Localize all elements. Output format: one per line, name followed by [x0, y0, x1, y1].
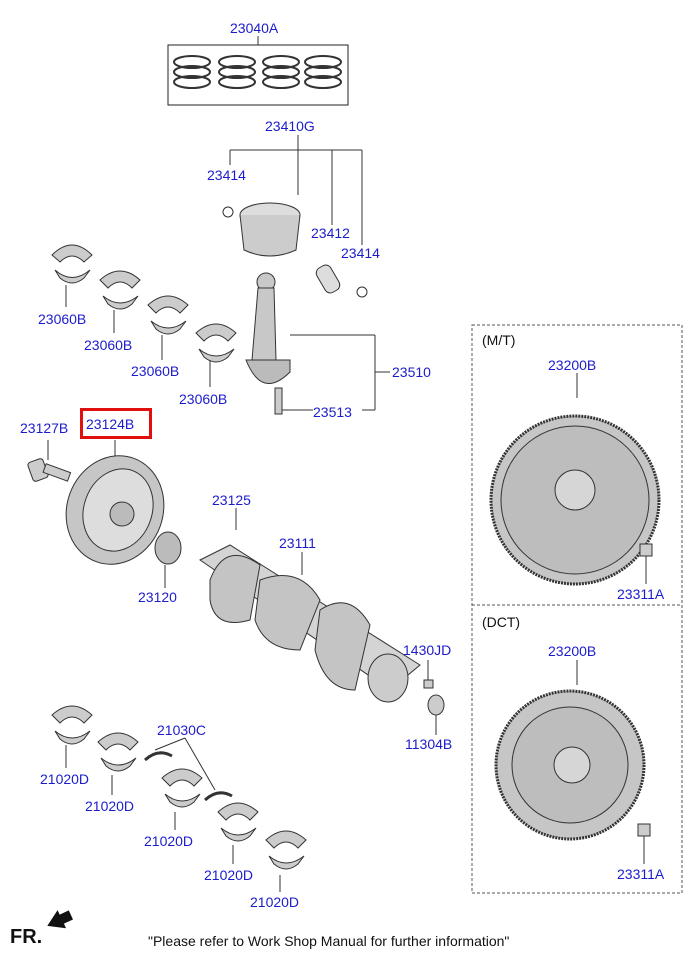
part-label-21020D[interactable]: 21020D [144, 833, 194, 849]
part-label-23414[interactable]: 23414 [207, 167, 246, 183]
piston-rings [167, 36, 349, 106]
part-label-23510[interactable]: 23510 [392, 364, 431, 380]
part-label-23200B-dct[interactable]: 23200B [548, 643, 597, 659]
part-label-23111[interactable]: 23111 [279, 535, 316, 551]
part-label-23124B[interactable]: 23124B [86, 416, 135, 432]
crankshaft [199, 508, 445, 735]
part-label-1430JD[interactable]: 1430JD [403, 642, 452, 658]
bearing-shells-upper [51, 244, 237, 387]
part-label-23060B[interactable]: 23060B [38, 311, 87, 327]
front-direction-label: FR. [10, 926, 43, 948]
damper-pulley [65, 440, 165, 565]
part-label-23311A-dct[interactable]: 23311A [617, 866, 665, 882]
part-label-23125[interactable]: 23125 [212, 492, 251, 508]
part-label-23200B-mt[interactable]: 23200B [548, 357, 597, 373]
part-label-23127B[interactable]: 23127B [20, 420, 69, 436]
part-label-23414[interactable]: 23414 [341, 245, 380, 261]
section-label-dct: (DCT) [482, 614, 521, 630]
front-arrow-icon [47, 910, 73, 929]
part-label-21020D[interactable]: 21020D [40, 771, 90, 787]
part-label-23060B[interactable]: 23060B [84, 337, 133, 353]
part-label-21020D[interactable]: 21020D [204, 867, 254, 883]
crank-sprocket [154, 531, 182, 588]
part-label-23513[interactable]: 23513 [313, 404, 352, 420]
footer-note: "Please refer to Work Shop Manual for fu… [148, 933, 510, 949]
leader-23410G [229, 135, 363, 245]
part-label-23120[interactable]: 23120 [138, 589, 177, 605]
part-label-23412[interactable]: 23412 [311, 225, 350, 241]
flywheel-mt [489, 373, 661, 586]
part-label-23311A-mt[interactable]: 23311A [617, 586, 665, 602]
part-label-23410G[interactable]: 23410G [265, 118, 315, 134]
variant-panels [471, 324, 683, 894]
crank-bolt [27, 440, 72, 482]
part-label-23040A[interactable]: 23040A [230, 20, 279, 36]
part-label-21030C[interactable]: 21030C [157, 722, 207, 738]
part-label-23060B[interactable]: 23060B [131, 363, 180, 379]
flywheel-dct [494, 660, 651, 864]
part-label-21020D[interactable]: 21020D [85, 798, 135, 814]
part-label-21020D[interactable]: 21020D [250, 894, 300, 910]
piston [222, 202, 368, 298]
part-label-11304B[interactable]: 11304B [405, 736, 453, 752]
section-label-mt: (M/T) [482, 332, 516, 348]
part-label-23060B[interactable]: 23060B [179, 391, 228, 407]
bearing-shells-lower [51, 705, 307, 892]
connecting-rod [245, 272, 390, 415]
highlight-box-23124B [80, 408, 152, 439]
